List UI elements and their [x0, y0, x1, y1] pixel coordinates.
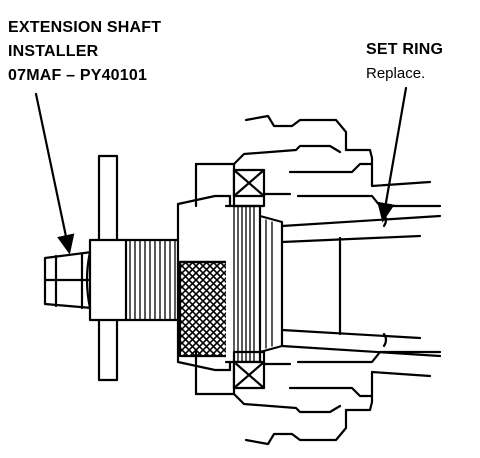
- lower-housing: [194, 350, 442, 446]
- threaded-shaft: [85, 238, 182, 322]
- extension-shaft: [280, 214, 442, 358]
- upper-housing: [194, 114, 442, 208]
- set-ring-lower: [382, 332, 388, 348]
- set-ring-label: SET RING: [366, 41, 444, 58]
- hex-nut: [43, 250, 94, 310]
- set-ring-upper: [382, 212, 388, 228]
- upper-bearing: [232, 168, 266, 198]
- tool-leader-arrow: [34, 92, 75, 255]
- set-ring-leader-arrow: [377, 86, 408, 223]
- set-ring-note: Replace.: [366, 65, 426, 82]
- tool-label-line2: INSTALLER: [8, 43, 99, 60]
- tool-label-line1: EXTENSION SHAFT: [8, 19, 162, 36]
- lower-bearing: [232, 360, 266, 390]
- tool-label-line3: 07MAF – PY40101: [8, 67, 148, 84]
- installer-body: [176, 194, 284, 372]
